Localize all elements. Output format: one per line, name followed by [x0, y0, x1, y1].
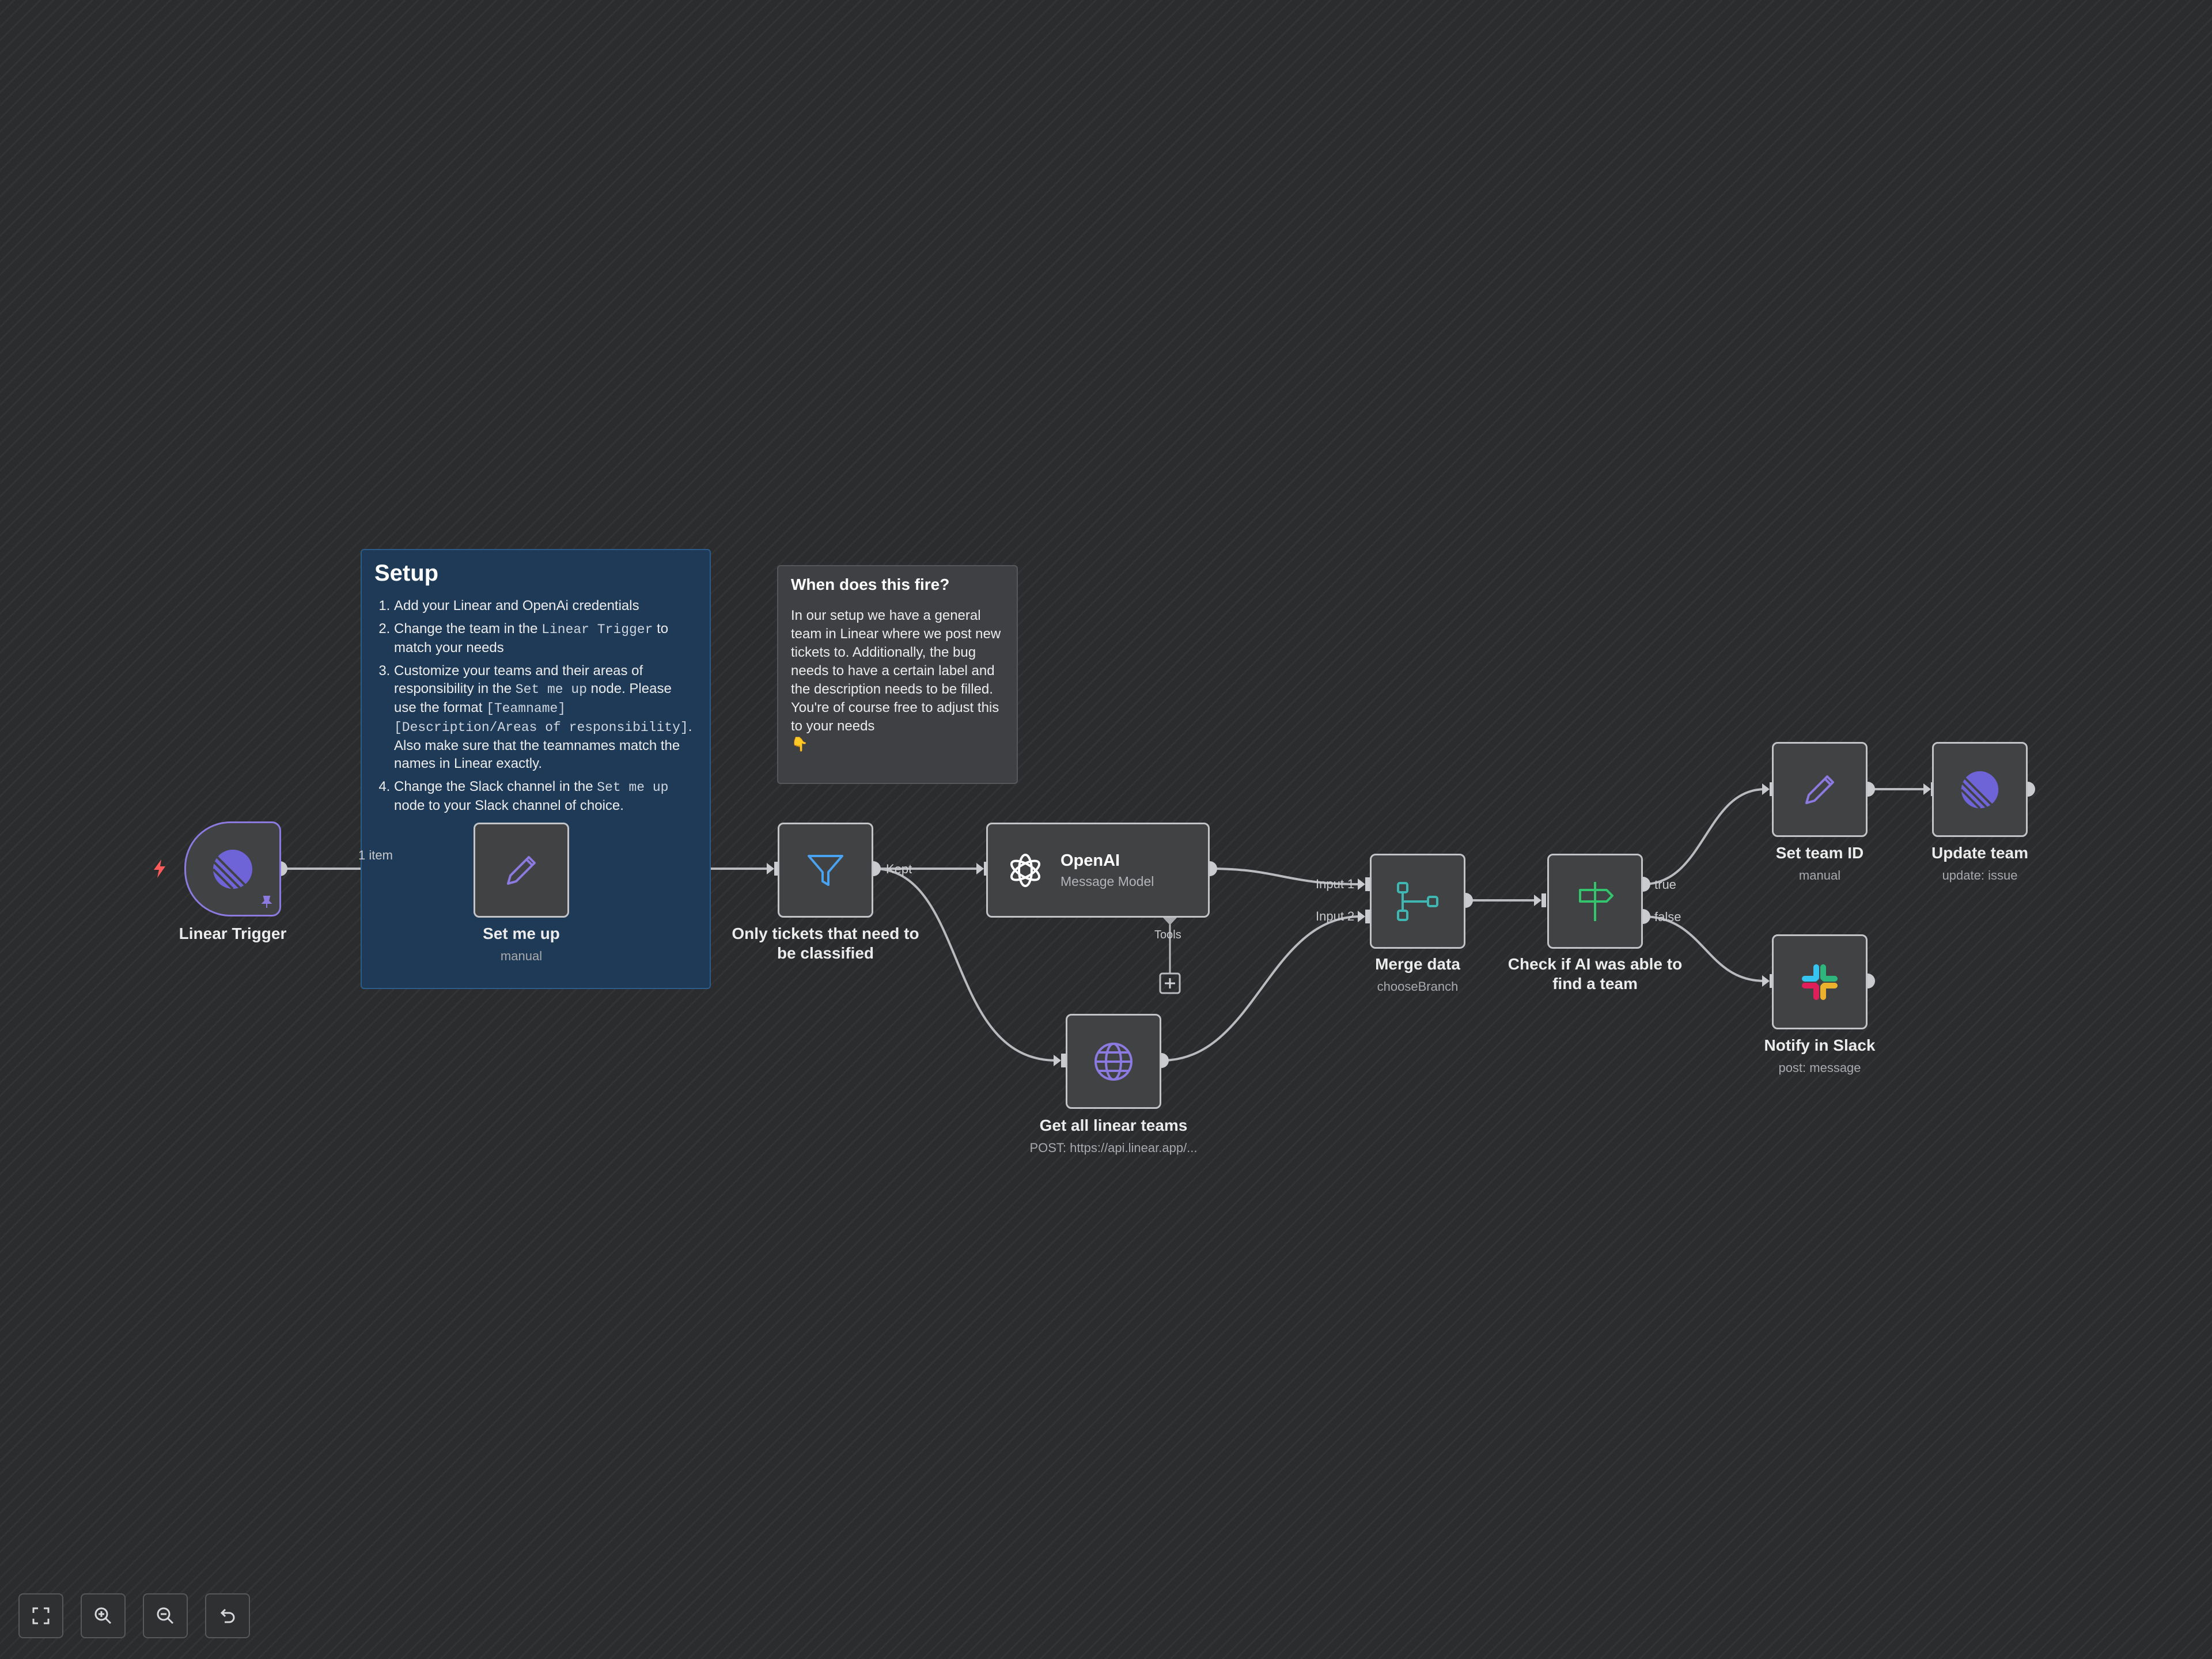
- zoom-in-icon: [94, 1607, 112, 1624]
- pencil-icon: [507, 855, 536, 885]
- node-subtitle: manual: [1798, 868, 1841, 882]
- zoom-in-button[interactable]: [81, 1593, 126, 1638]
- node-label: Only tickets that need to be classified: [732, 925, 919, 962]
- node-update-team[interactable]: [1932, 742, 2028, 837]
- input-handle: [1061, 1054, 1066, 1067]
- input-handle: [1541, 893, 1546, 907]
- zoom-to-fit-button[interactable]: [18, 1593, 63, 1638]
- merge-input1-label: Input 1: [1316, 877, 1355, 891]
- linear-icon: [212, 849, 252, 889]
- false-output-label: false: [1654, 910, 1681, 924]
- setup-step: Change the Slack channel in the Set me u…: [394, 778, 697, 815]
- undo-button[interactable]: [205, 1593, 250, 1638]
- node-filter[interactable]: [778, 823, 873, 918]
- tools-connector-label: Tools: [1154, 929, 1181, 941]
- node-set-team-id[interactable]: [1772, 742, 1868, 837]
- node-subtitle: POST: https://api.linear.app/...: [1029, 1141, 1198, 1155]
- undo-icon: [220, 1608, 235, 1623]
- merge-branch-icon: [1397, 881, 1438, 921]
- signpost-icon: [1579, 881, 1613, 921]
- input-handle: [1365, 877, 1370, 891]
- arrow-marker: [1358, 878, 1365, 890]
- add-tool-button: [1159, 972, 1181, 994]
- node-openai[interactable]: OpenAI Message Model: [986, 823, 1210, 918]
- setup-steps-list: Add your Linear and OpenAi credentials C…: [374, 597, 697, 815]
- sticky-title: When does this fire?: [791, 575, 950, 593]
- sticky-note-when-fire[interactable]: When does this fire? In our setup we hav…: [777, 565, 1018, 784]
- edge-check-slack: [1642, 915, 1766, 982]
- setup-step: Add your Linear and OpenAi credentials: [394, 597, 697, 615]
- node-label: Set me up: [483, 925, 560, 942]
- merge-input2-label: Input 2: [1316, 909, 1355, 923]
- node-label: Get all linear teams: [1039, 1116, 1188, 1134]
- pencil-icon: [1805, 775, 1834, 804]
- sticky-note-setup[interactable]: Setup Add your Linear and OpenAi credent…: [361, 549, 711, 989]
- zoom-out-icon: [157, 1607, 174, 1624]
- node-title: OpenAI: [1060, 851, 1120, 870]
- pin-icon: [261, 896, 272, 908]
- linear-icon: [1960, 771, 1999, 809]
- arrow-marker: [976, 863, 984, 874]
- zoom-out-button[interactable]: [143, 1593, 188, 1638]
- lightning-bolt-icon: [154, 859, 165, 878]
- node-label: Check if AI was able to find a team: [1508, 955, 1683, 993]
- setup-step: Customize your teams and their areas of …: [394, 662, 697, 772]
- slack-icon: [1802, 964, 1838, 1000]
- node-label: Linear Trigger: [179, 925, 287, 942]
- node-subtitle: Message Model: [1060, 873, 1154, 889]
- node-label: Update team: [1931, 844, 2029, 862]
- sticky-body: In our setup we have a general team in L…: [791, 607, 1004, 754]
- globe-icon: [1094, 1042, 1132, 1081]
- true-output-label: true: [1654, 877, 1676, 892]
- input-handle: [1365, 910, 1370, 923]
- arrow-marker: [767, 863, 774, 874]
- node-get-all-linear-teams[interactable]: [1066, 1014, 1161, 1109]
- setup-step: Change the team in the Linear Trigger to…: [394, 620, 697, 657]
- node-notify-slack[interactable]: [1772, 934, 1868, 1029]
- node-label: Notify in Slack: [1764, 1036, 1876, 1054]
- edge-filter-getteams: [873, 868, 1057, 1062]
- node-subtitle: post: message: [1778, 1060, 1861, 1075]
- node-subtitle: update: issue: [1942, 868, 2018, 882]
- sticky-title: Setup: [374, 560, 439, 586]
- node-subtitle: manual: [500, 949, 543, 963]
- funnel-filter-icon: [808, 854, 843, 886]
- pointing-down-emoji: 👇: [791, 737, 808, 752]
- fullscreen-icon: [32, 1607, 50, 1624]
- edge-getteams-merge: [1161, 915, 1361, 1062]
- node-label: Merge data: [1375, 955, 1460, 973]
- arrow-marker: [1358, 911, 1365, 922]
- node-set-me-up[interactable]: [474, 823, 569, 918]
- input-handle: [774, 862, 779, 876]
- arrow-marker: [1534, 895, 1541, 906]
- kept-output-label: Kept: [886, 862, 912, 876]
- arrow-marker: [1762, 975, 1770, 987]
- node-merge-data[interactable]: [1370, 854, 1465, 949]
- openai-icon: [1010, 853, 1041, 887]
- node-label: Set team ID: [1775, 844, 1864, 862]
- node-subtitle: chooseBranch: [1377, 979, 1459, 994]
- edge-check-setteamid: [1642, 788, 1766, 885]
- edge-openai-merge: [1209, 868, 1361, 885]
- arrow-marker: [1762, 783, 1770, 795]
- arrow-marker: [1923, 783, 1931, 795]
- arrow-marker: [1054, 1055, 1061, 1066]
- node-check-ai-team[interactable]: [1547, 854, 1643, 949]
- node-linear-trigger[interactable]: [184, 821, 281, 916]
- item-count-label: 1 item: [358, 848, 393, 862]
